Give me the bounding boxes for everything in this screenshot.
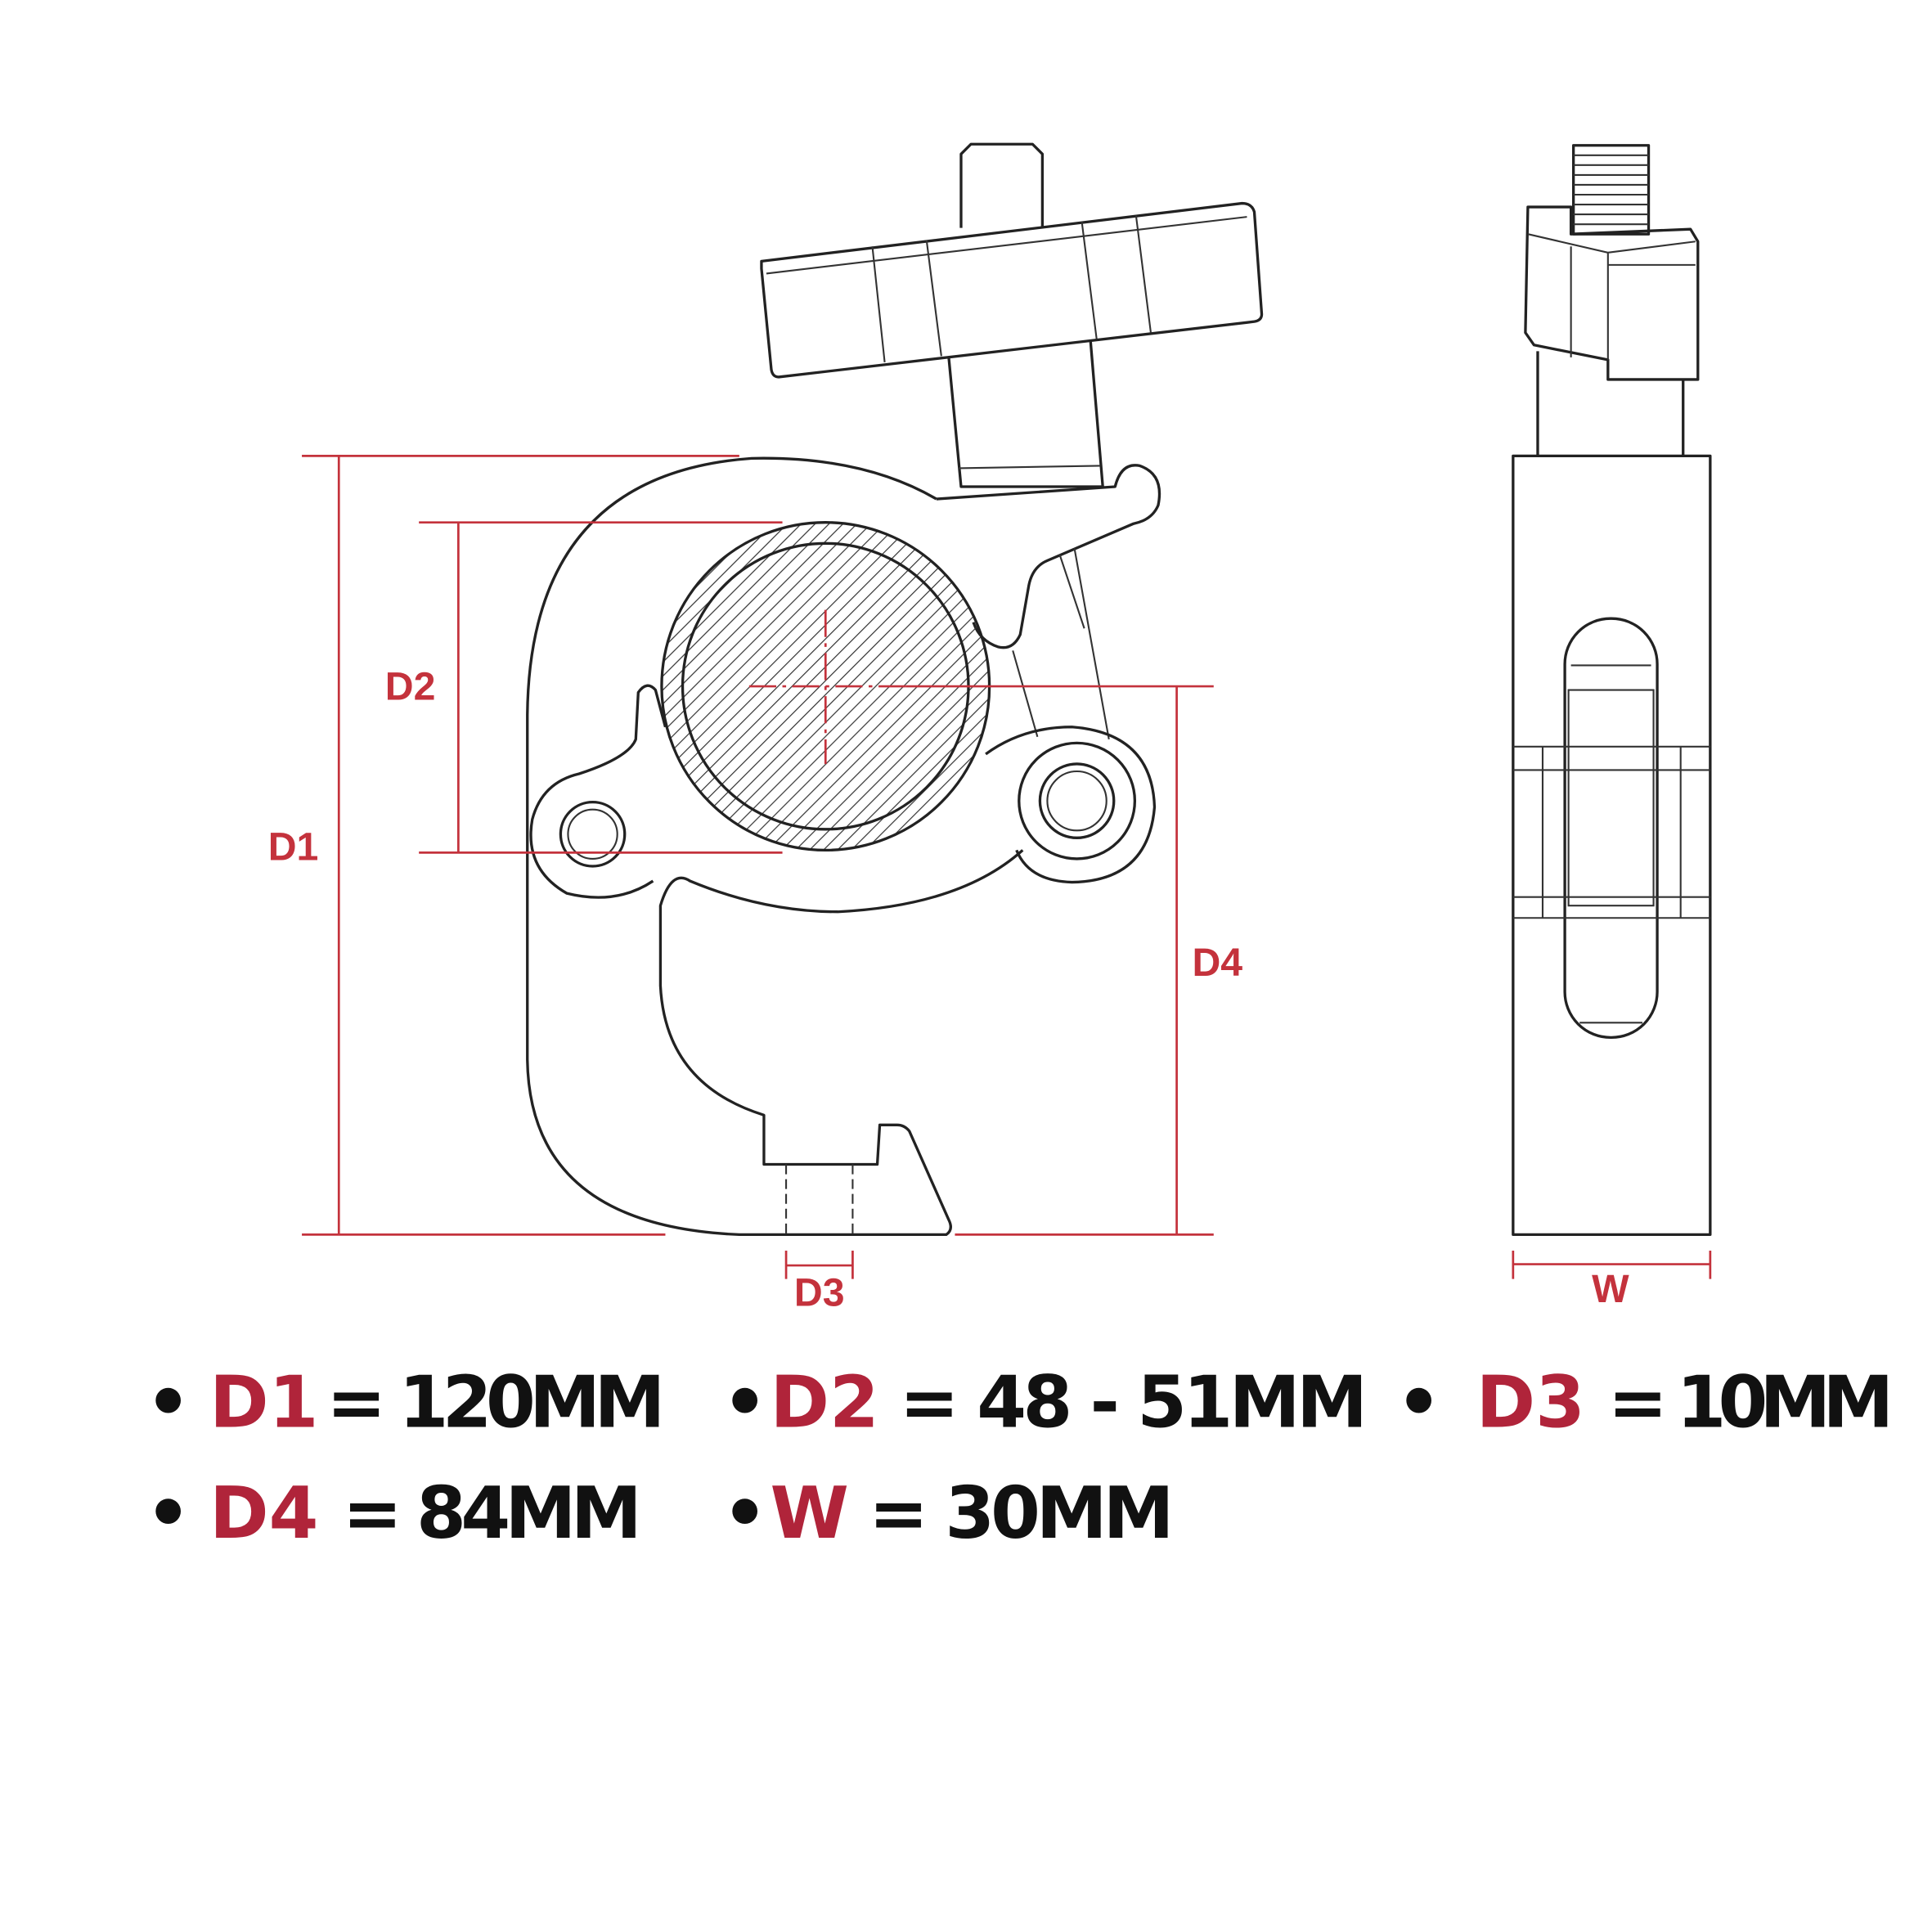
bullet: • [722,1360,768,1444]
spec-d1-value: = 120MM [326,1360,665,1444]
clamp-body [526,456,1024,1237]
bullet: • [146,1360,191,1444]
spec-d2-value: = 48 - 51MM [900,1360,1368,1444]
dimension-lines [302,455,1712,1279]
left-ear [529,684,667,899]
spec-d2-label: D2 [770,1360,878,1444]
side-body [1512,454,1712,1237]
side-view [1512,144,1712,1237]
left-pivot-hole [559,800,627,868]
d4-label: D4 [1192,941,1242,985]
spec-d1-label: D1 [209,1360,318,1444]
spec-w-label: W [770,1471,848,1555]
knob-stem-lower [947,339,1104,488]
spec-w-value: = 30MM [869,1471,1175,1555]
knob-handle [760,201,1264,379]
w-label: W [1592,1267,1629,1311]
knob-stem-top [959,142,1045,228]
side-knob [1524,205,1700,381]
right-ear [985,726,1157,884]
side-slot [1563,617,1659,1040]
lever [936,464,1161,649]
d3-label: D3 [794,1271,845,1315]
spec-list: • D1 = 120MM • D2 = 48 - 51MM • D3 = 10M… [146,1360,1894,1555]
bullet: • [146,1471,191,1555]
spec-d3-label: D3 [1476,1360,1585,1444]
front-view [526,142,1264,1237]
spec-d3-value: = 10MM [1608,1360,1894,1444]
d1-label: D1 [268,824,319,869]
spec-d4-label: D4 [209,1471,318,1555]
spec-d4-value: = 84MM [343,1471,642,1555]
d2-label: D2 [385,665,436,709]
right-pivot-hole [1018,741,1137,860]
bullet: • [1396,1360,1442,1444]
bullet: • [722,1471,768,1555]
